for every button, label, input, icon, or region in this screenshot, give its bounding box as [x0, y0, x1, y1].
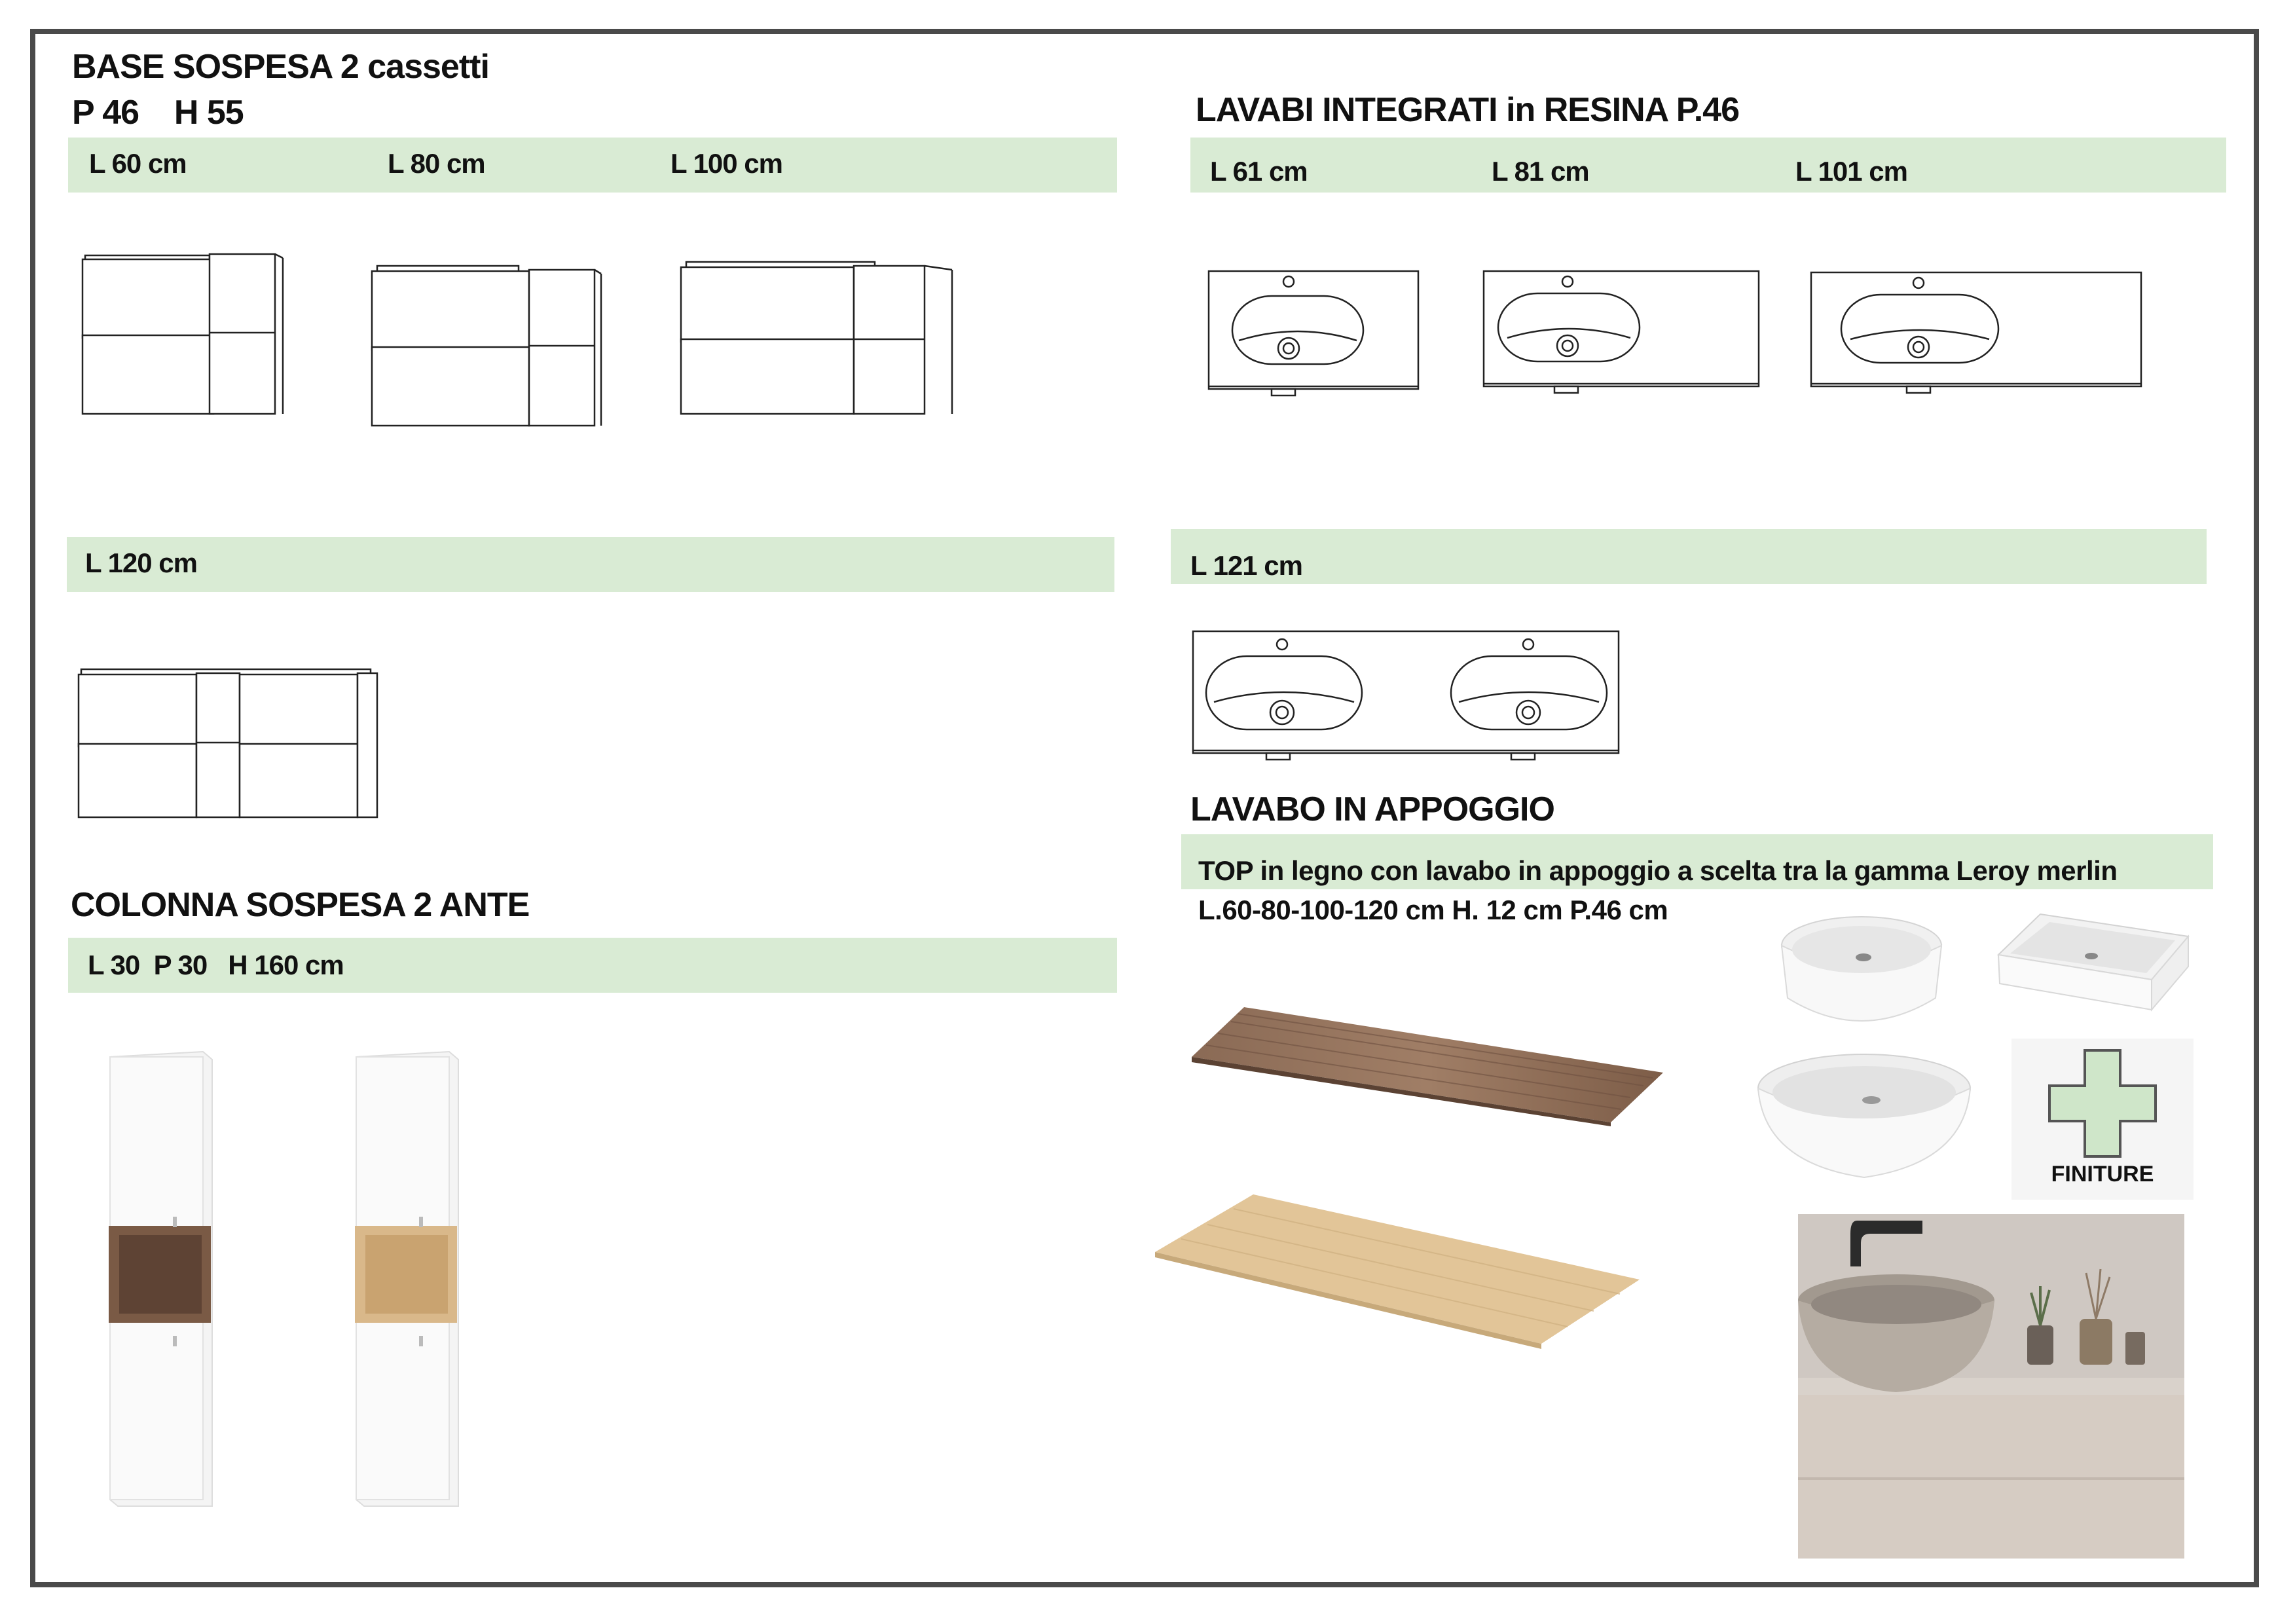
walnut-top-image: [1192, 1007, 1663, 1126]
cabinet-l80-drawing: [371, 265, 602, 427]
base-dims: P 46 H 55: [72, 94, 244, 132]
colonna-dims: L 30 P 30 H 160 cm: [88, 950, 344, 980]
page-frame: [30, 29, 2259, 1587]
plus-icon: [2048, 1049, 2157, 1158]
sink-l101-drawing: [1810, 271, 2142, 394]
band-appoggio: [1181, 834, 2213, 889]
appoggio-description: TOP in legno con lavabo in appoggio a sc…: [1198, 855, 2118, 886]
label-l120: L 120 cm: [85, 547, 198, 578]
bathroom-scene-photo: [1798, 1214, 2184, 1559]
sink-l81-drawing: [1482, 270, 1760, 394]
column-walnut-image: [109, 1050, 213, 1507]
oak-top-image: [1155, 1194, 1640, 1349]
colonna-title: COLONNA SOSPESA 2 ANTE: [71, 886, 530, 924]
band-lavabi-l121: [1171, 529, 2207, 584]
cabinet-l100-drawing: [680, 261, 953, 415]
label-l81: L 81 cm: [1492, 156, 1590, 187]
finiture-card[interactable]: FINITURE: [2011, 1039, 2194, 1200]
label-l60: L 60 cm: [89, 148, 187, 179]
label-l100: L 100 cm: [670, 148, 783, 179]
cabinet-l60-drawing: [81, 253, 284, 415]
band-lavabi-sizes: [1190, 138, 2226, 193]
round-basin-image: [1780, 916, 1943, 1022]
band-colonna: [68, 938, 1117, 993]
lavabi-title: LAVABI INTEGRATI in RESINA P.46: [1196, 91, 1740, 129]
rectangular-basin-image: [1996, 913, 2190, 1012]
label-l61: L 61 cm: [1210, 156, 1308, 187]
column-oak-image: [355, 1050, 459, 1507]
sink-l121-drawing: [1192, 630, 1620, 761]
appoggio-title: LAVABO IN APPOGGIO: [1190, 790, 1555, 828]
label-l80: L 80 cm: [388, 148, 486, 179]
oval-basin-image: [1757, 1054, 1972, 1179]
band-base-sizes: [68, 138, 1117, 193]
finiture-label: FINITURE: [2051, 1162, 2154, 1187]
cabinet-l120-drawing: [77, 668, 378, 819]
sink-l61-drawing: [1207, 270, 1420, 397]
band-base-l120: [67, 537, 1114, 592]
label-l121: L 121 cm: [1190, 550, 1303, 581]
base-title: BASE SOSPESA 2 cassetti: [72, 48, 490, 86]
appoggio-dimensions: L.60-80-100-120 cm H. 12 cm P.46 cm: [1198, 895, 1668, 925]
label-l101: L 101 cm: [1795, 156, 1908, 187]
